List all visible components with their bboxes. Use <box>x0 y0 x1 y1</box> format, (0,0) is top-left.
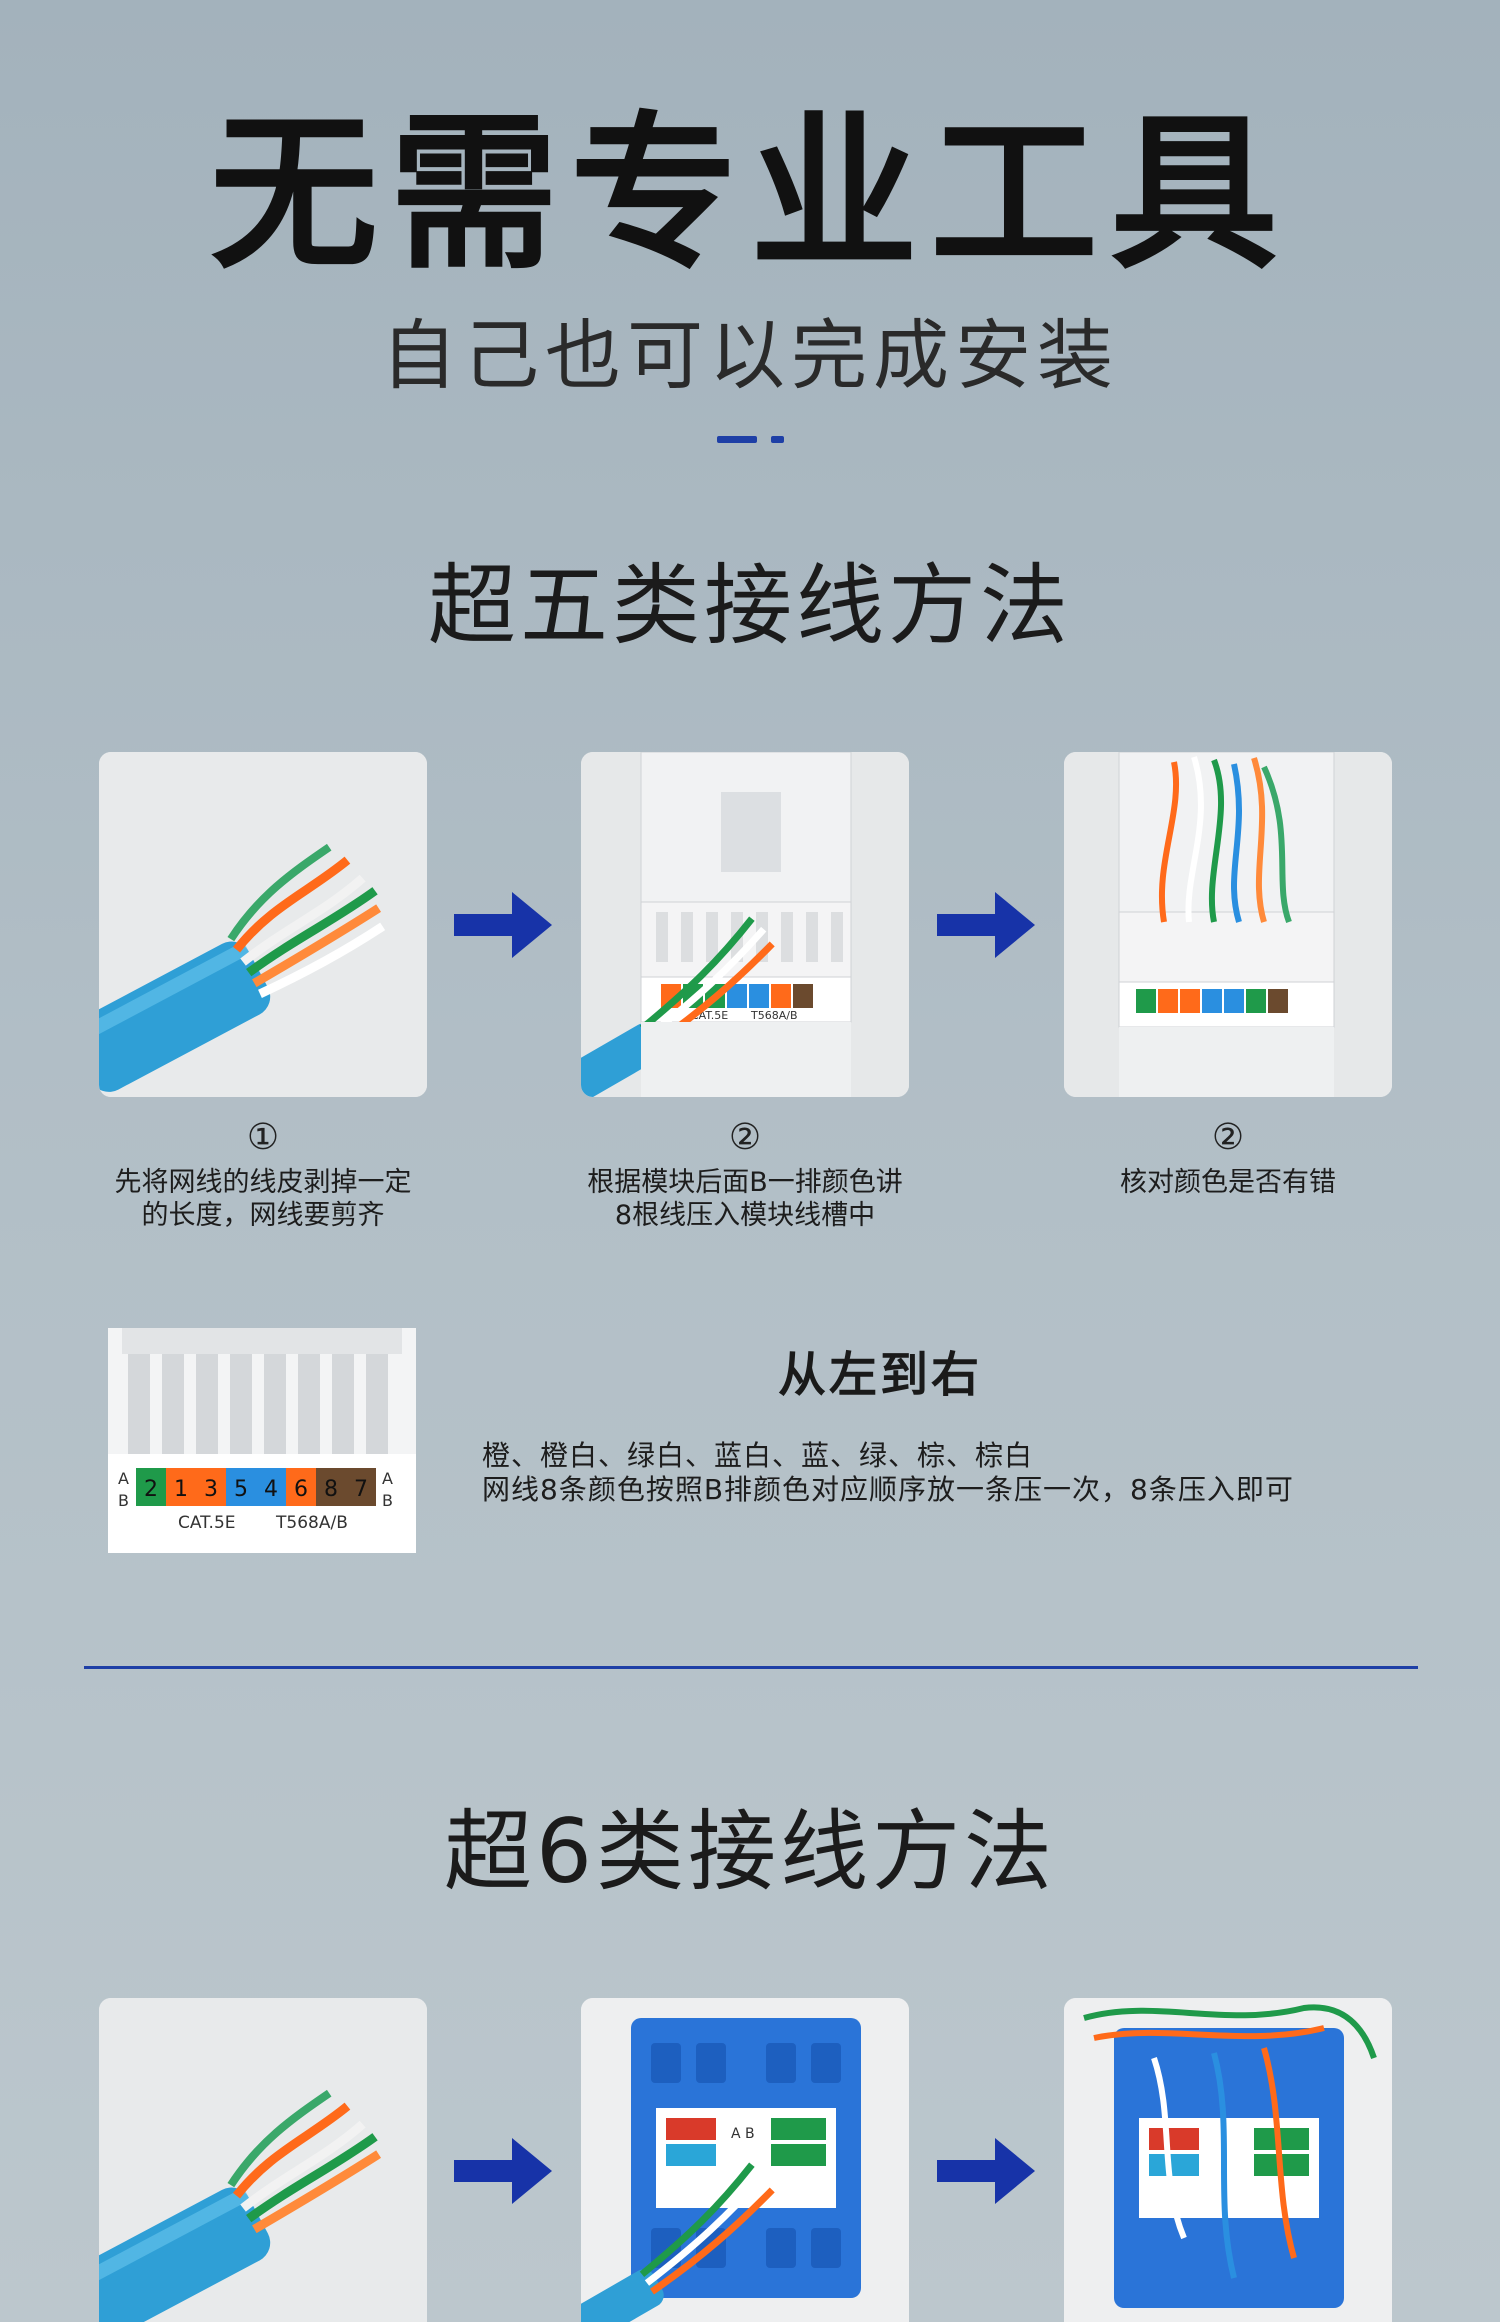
main-title: 无需专业工具 <box>210 96 1290 292</box>
slot-label: 4 <box>264 1477 278 1502</box>
cat6-photo-module-press: A B <box>581 1998 909 2322</box>
step-3-number: ② <box>1211 1117 1245 1158</box>
row-a-label-right: A <box>382 1469 393 1488</box>
step-2-number: ② <box>728 1117 762 1158</box>
order-line-2: 网线8条颜色按照B排颜色对应顺序放一条压一次，8条压入即可 <box>482 1473 1294 1506</box>
arrow-right-icon <box>937 2136 1037 2206</box>
slot-label: 7 <box>354 1477 368 1502</box>
row-b-label: B <box>118 1491 129 1510</box>
step-1-line1: 先将网线的线皮剥掉一定 <box>114 1167 412 1198</box>
slot-label: 5 <box>234 1477 248 1502</box>
arrow-right-icon <box>454 890 554 960</box>
order-line-1: 橙、橙白、绿白、蓝白、蓝、绿、棕、棕白 <box>482 1439 1034 1472</box>
slot-label: 6 <box>294 1477 308 1502</box>
cat6-photo-wires-seated <box>1064 1998 1392 2322</box>
slot-label: 8 <box>324 1477 338 1502</box>
step-1-number: ① <box>246 1117 280 1158</box>
module-std-label: T568A/B <box>275 1513 348 1533</box>
arrow-right-icon <box>937 890 1037 960</box>
title-dashes <box>0 436 1500 443</box>
cat5-module-closeup: A B A B 2 1 3 5 4 6 8 7 CAT.5E T568A/B <box>108 1328 416 1553</box>
step-2-line1: 根据模块后面B一排颜色讲 <box>587 1167 903 1198</box>
main-subtitle: 自己也可以完成安装 <box>381 311 1119 400</box>
step-2-line2: 8根线压入模块线槽中 <box>614 1200 876 1231</box>
arrow-right-icon <box>454 2136 554 2206</box>
module-cat-label: CAT.5E <box>178 1513 236 1533</box>
cat5-photo-stripped-cable <box>99 752 427 1097</box>
cat6-section-title: 超6类接线方法 <box>444 1800 1056 1903</box>
step-3-line1: 核对颜色是否有错 <box>1120 1167 1336 1198</box>
section-divider <box>84 1666 1418 1669</box>
slot-label: 3 <box>204 1477 218 1502</box>
slot-label: 1 <box>174 1477 188 1502</box>
slot-label: 2 <box>144 1477 158 1502</box>
cat5-section-title: 超五类接线方法 <box>427 554 1072 657</box>
module-ab-letters: A B <box>731 2126 755 2142</box>
cat5-photo-module-press: CAT.5E T568A/B <box>581 752 909 1097</box>
cat6-photo-stripped-cable <box>99 1998 427 2322</box>
cat5-photo-wires-seated <box>1064 752 1392 1097</box>
step-1-line2: 的长度，网线要剪齐 <box>141 1200 385 1231</box>
module-std-label: T568A/B <box>750 1009 798 1022</box>
order-title: 从左到右 <box>777 1347 982 1403</box>
row-a-label: A <box>118 1469 129 1488</box>
row-b-label-right: B <box>382 1491 393 1510</box>
